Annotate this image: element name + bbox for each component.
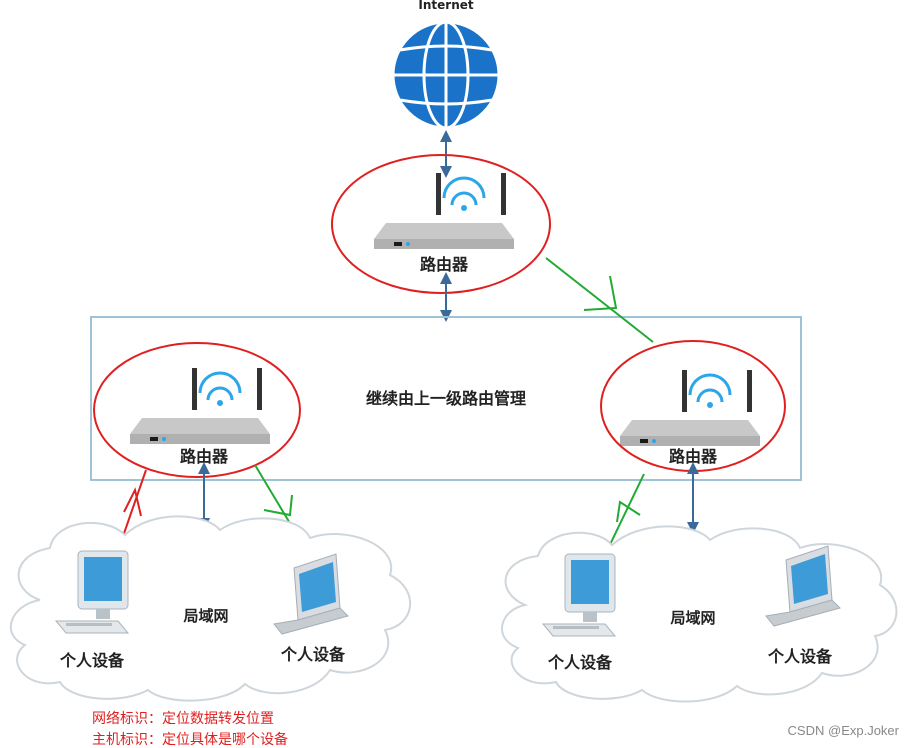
right-router-label: 路由器	[669, 447, 718, 466]
left-router-label: 路由器	[180, 447, 229, 466]
internet-label: Internet	[418, 0, 473, 12]
top-router-icon	[372, 171, 516, 251]
route-arrow-top-to-right	[545, 257, 654, 343]
left-router-highlight	[93, 342, 301, 478]
globe-icon	[391, 20, 501, 130]
left-lan-label: 局域网	[182, 607, 228, 625]
network-id-note: 网络标识：定位数据转发位置	[92, 711, 274, 727]
right-lan-device-label-1: 个人设备	[547, 653, 613, 672]
right-router-icon	[618, 368, 762, 448]
left-lan-device-label-1: 个人设备	[59, 651, 125, 670]
watermark: CSDN @Exp.Joker	[788, 723, 900, 738]
right-lan-label: 局域网	[669, 609, 715, 627]
left-lan-device-label-2: 个人设备	[280, 645, 346, 664]
host-id-note: 主机标识：定位具体是哪个设备	[92, 731, 288, 748]
left-router-icon	[128, 366, 272, 446]
route-arrow-lan-to-left-router	[119, 469, 147, 546]
lan-management-box	[90, 316, 802, 481]
right-lan-device-label-2: 个人设备	[767, 647, 833, 666]
route-arrow-right-router-to-pc	[604, 473, 645, 556]
lan-box-label: 继续由上一级路由管理	[366, 389, 526, 408]
top-router-label: 路由器	[420, 255, 469, 274]
